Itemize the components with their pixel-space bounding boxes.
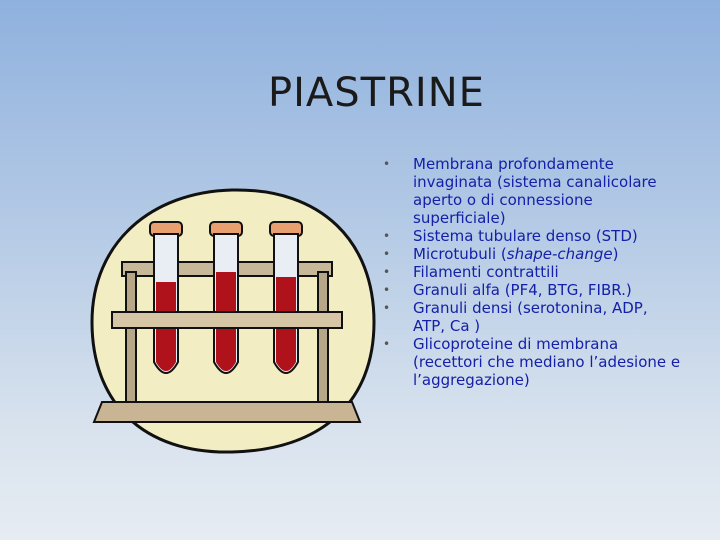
bullet-dot: • [383,301,391,315]
bullet-dot: • [383,229,391,243]
bullet-item: •Granuli densi (serotonina, ADP, ATP, Ca… [383,299,648,335]
bullet-dot: • [383,247,391,261]
test-tube-3 [269,221,303,374]
bullet-item: •Granuli alfa (PF4, BTG, FIBR.) [383,281,632,299]
bullet-item: •Membrana profondamente invaginata (sist… [383,155,657,227]
bullet-dot: • [383,337,391,351]
bullet-dot: • [383,265,391,279]
bullet-item: •Microtubuli (shape-change) [383,245,619,263]
bullet-dot: • [383,157,391,171]
bullet-dot: • [383,283,391,297]
test-tube-2 [209,221,243,374]
test-tube-1 [149,221,183,374]
bullet-item: •Glicoproteine di membrana (recettori ch… [383,335,681,389]
slide-title: PIASTRINE [268,70,485,116]
bullet-item: •Sistema tubulare denso (STD) [383,227,638,245]
bullet-item: •Filamenti contrattili [383,263,559,281]
bullet-list: •Membrana profondamente invaginata (sist… [383,155,683,389]
test-tube-rack-icon [90,188,376,454]
